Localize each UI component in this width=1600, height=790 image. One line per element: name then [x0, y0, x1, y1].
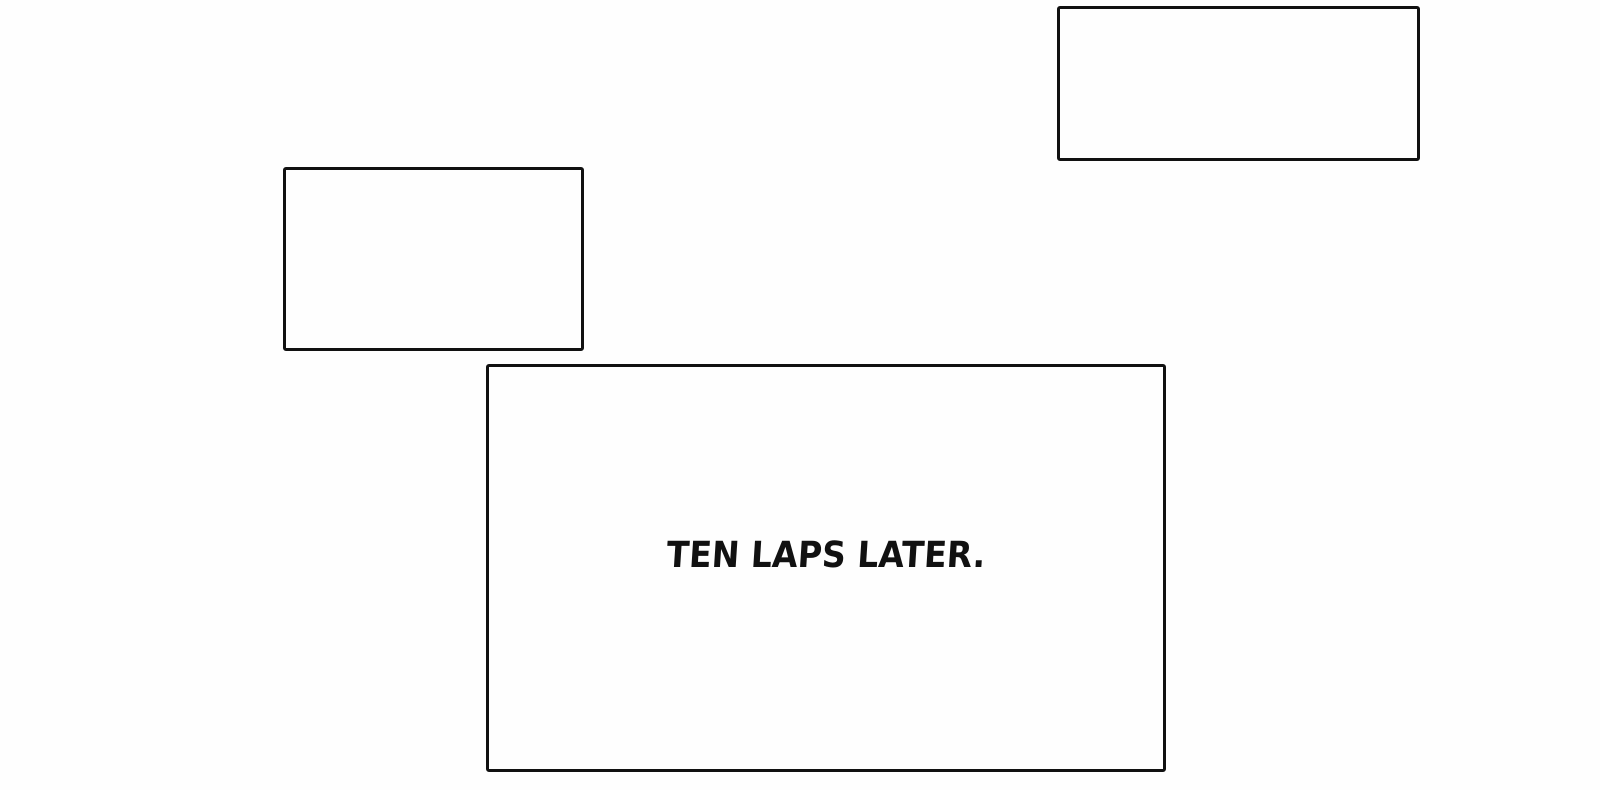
comic-panel-top-right — [1057, 6, 1420, 161]
comic-panel-left — [283, 167, 584, 351]
comic-panel-main: TEN LAPS LATER. — [486, 364, 1166, 772]
panel-caption: TEN LAPS LATER. — [665, 535, 987, 576]
